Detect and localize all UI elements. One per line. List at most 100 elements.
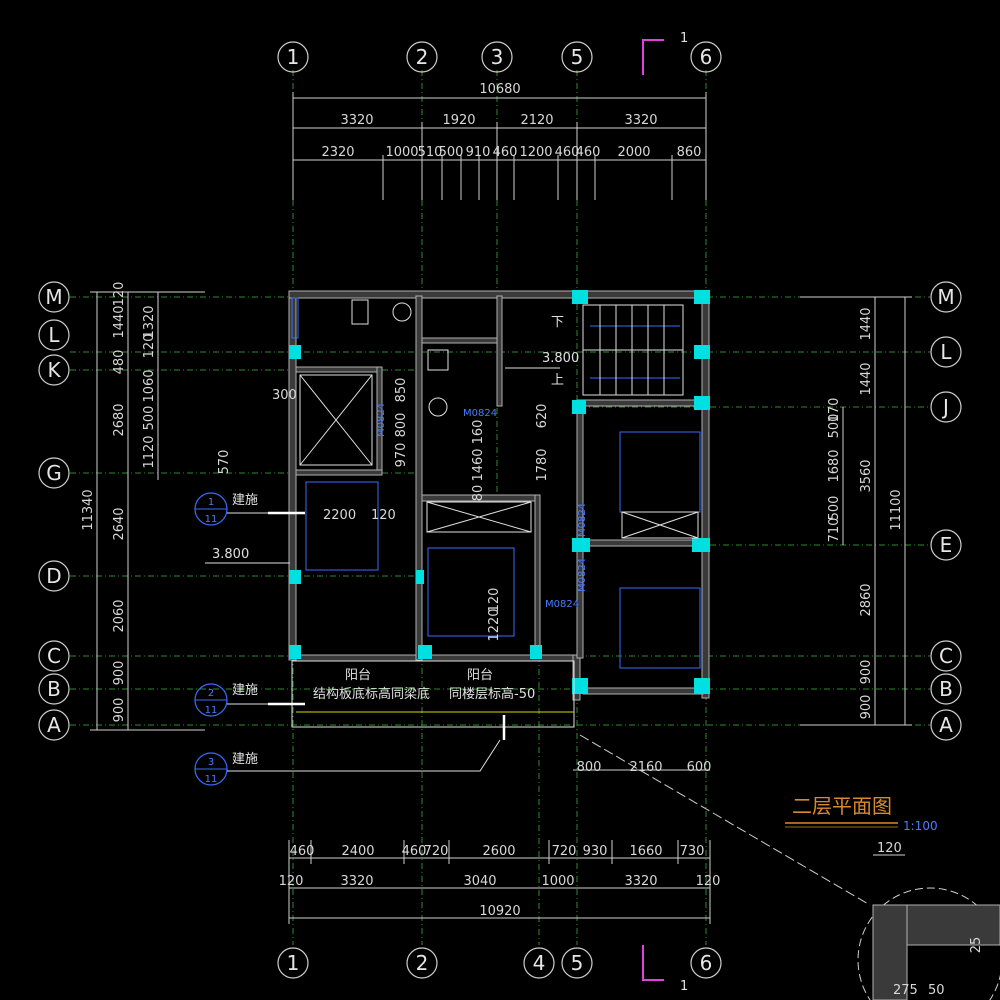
dim-value: 3560 — [859, 459, 874, 492]
dim-value: 460 — [402, 844, 427, 859]
callout-number: 2 — [208, 688, 214, 699]
dim-value: 510 — [418, 145, 443, 160]
dim-value: 2120 — [520, 113, 553, 128]
axis-label: A — [47, 713, 61, 737]
dim-value: 2860 — [859, 583, 874, 616]
stairs — [582, 304, 684, 396]
dim-value: 1000 — [541, 874, 574, 889]
dim-value: 2400 — [341, 844, 374, 859]
left-dimension-lines — [90, 291, 205, 731]
dim-value: 1660 — [629, 844, 662, 859]
detail-lead-line — [579, 734, 871, 906]
axis-bubbles-top: 1 2 3 5 6 — [277, 41, 722, 73]
dim-value: 720 — [424, 844, 449, 859]
axis-label: L — [48, 323, 60, 347]
dim-value: 900 — [112, 698, 127, 723]
axis-bubbles-left: M L K G D C B A — [38, 281, 70, 741]
callout-text: 建施 — [232, 752, 258, 767]
section-mark-bottom: 1 — [642, 945, 688, 994]
dim-value: 10920 — [479, 904, 520, 919]
dim-value: 1220 — [487, 608, 502, 641]
detail-enlargement: 120 275 50 25 — [857, 841, 1000, 1000]
dim-value: 460 — [290, 844, 315, 859]
dim-value: 1120 — [142, 435, 157, 468]
dim-value: 120 — [696, 874, 721, 889]
dim-value: 800 — [394, 413, 409, 438]
detail-dim: 25 — [969, 937, 984, 954]
dim-value: 2640 — [112, 507, 127, 540]
dim-value: 160 — [471, 420, 486, 445]
right-dimension-text: 11100 1440 1440 3560 2860 900 900 170 50… — [827, 307, 904, 719]
dim-value: 860 — [677, 145, 702, 160]
top-dimension-lines — [292, 92, 707, 200]
dim-value: 620 — [535, 404, 550, 429]
axis-label: C — [939, 644, 953, 668]
left-dimension-text: 11340 1440 480 2680 2640 2060 900 900 12… — [81, 282, 297, 723]
dim-value: 1680 — [827, 449, 842, 482]
callout-2: 2 11 建施 — [194, 683, 305, 717]
dim-value: 480 — [112, 350, 127, 375]
dim-value: 930 — [583, 844, 608, 859]
dim-value: 970 — [394, 443, 409, 468]
axis-label: 3 — [491, 45, 504, 69]
dim-value: 900 — [112, 661, 127, 686]
axis-label: 1 — [287, 45, 300, 69]
balcony-outline — [291, 660, 575, 728]
axis-label: 2 — [416, 45, 429, 69]
axis-label: K — [47, 358, 61, 382]
dim-value: 120 — [112, 282, 127, 307]
drawing-scale: 1:100 — [903, 819, 938, 833]
detail-dim: 120 — [877, 841, 902, 856]
axis-label: J — [941, 395, 949, 419]
door-tag: M0824 — [577, 503, 588, 537]
dim-value: 1440 — [859, 307, 874, 340]
dim-value: 120 — [142, 334, 157, 359]
axis-bubbles-bottom: 1 2 4 5 6 — [277, 947, 722, 979]
dim-value: 120 — [371, 508, 396, 523]
axis-label: 4 — [533, 951, 546, 975]
furniture-and-fixtures — [291, 297, 701, 669]
balcony-label-right: 阳台 — [467, 668, 493, 683]
dim-value: 1460 — [471, 448, 486, 481]
dim-value: 120 — [279, 874, 304, 889]
callout-text: 建施 — [232, 493, 258, 508]
bottom-dimension-text: 800 2160 600 460 2400 460 720 2600 720 9… — [279, 760, 721, 919]
callout-sheet: 11 — [205, 774, 218, 785]
dim-value: 600 — [687, 760, 712, 775]
grid-lines — [70, 70, 930, 945]
dim-value: 11340 — [81, 489, 96, 530]
axis-label: L — [940, 340, 952, 364]
dim-value: 3320 — [624, 113, 657, 128]
axis-label: M — [45, 285, 62, 309]
drawing-title-block: 二层平面图 1:100 — [785, 794, 938, 833]
axis-label: 6 — [700, 951, 713, 975]
section-mark-top: 1 — [642, 31, 688, 75]
callout-1: 1 11 建施 — [194, 492, 305, 526]
bottom-dimension-lines — [288, 769, 711, 924]
dim-value: 500 — [827, 414, 842, 439]
axis-bubbles-right: M L J E C B A — [930, 281, 962, 741]
callout-sheet: 11 — [205, 705, 218, 716]
dim-value: 2060 — [112, 599, 127, 632]
dim-value: 460 — [576, 145, 601, 160]
callout-text: 建施 — [232, 683, 258, 698]
balcony-note-right: 同楼层标高-50 — [449, 686, 535, 702]
balcony-note-left: 结构板底标高同梁底 — [313, 686, 430, 702]
axis-label: D — [46, 564, 61, 588]
dim-value: 730 — [680, 844, 705, 859]
axis-label: G — [46, 461, 62, 485]
dim-value: 3320 — [624, 874, 657, 889]
door-tag: M0824 — [577, 558, 588, 592]
axis-label: E — [940, 533, 953, 557]
building-walls — [288, 290, 710, 701]
dim-value: 460 — [555, 145, 580, 160]
callout-sheet: 11 — [205, 514, 218, 525]
balcony-label-left: 阳台 — [345, 668, 371, 683]
interior-annotations: 3.800 3.800 850 800 970 620 1780 160 146… — [205, 315, 588, 642]
dim-value: 300 — [272, 388, 297, 403]
axis-label: 5 — [571, 951, 584, 975]
dim-value: 1780 — [535, 448, 550, 481]
dim-value: 500 — [439, 145, 464, 160]
axis-label: M — [937, 285, 954, 309]
